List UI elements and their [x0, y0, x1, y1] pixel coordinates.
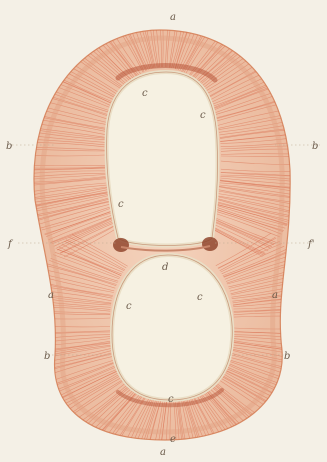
- label-b-upper-right: b: [312, 141, 318, 152]
- label-f-prime-right: f': [307, 239, 314, 250]
- label-a-bottom: a: [160, 447, 166, 458]
- label-f-left: f: [7, 239, 14, 250]
- label-b-lower-left: b: [44, 351, 50, 362]
- upper-lumen: [107, 72, 218, 246]
- label-d: d: [162, 262, 168, 273]
- label-e-lower: e: [170, 434, 176, 445]
- label-c-bottom: c: [168, 394, 174, 405]
- label-c-lower-left: c: [126, 301, 132, 312]
- label-c-mid-left: c: [118, 199, 124, 210]
- septum-node-left: [113, 238, 129, 252]
- label-c-lower-right: c: [197, 292, 203, 303]
- label-a-right: a: [272, 290, 278, 301]
- label-b-upper-left: b: [6, 141, 12, 152]
- label-a-left: a: [48, 290, 54, 301]
- label-c-upper-left: c: [142, 88, 148, 99]
- label-b-lower-right: b: [284, 351, 290, 362]
- septum-node-right: [202, 237, 218, 251]
- label-c-upper-right: c: [200, 110, 206, 121]
- label-a-top: a: [170, 12, 176, 23]
